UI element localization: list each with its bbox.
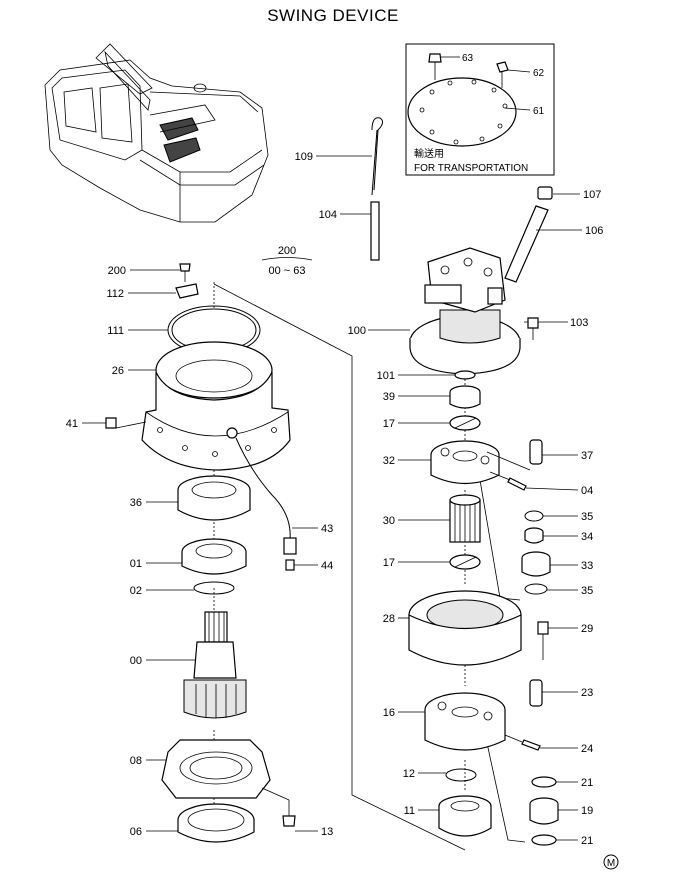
callout-29: 29	[581, 623, 593, 635]
callout-107: 107	[583, 189, 601, 201]
callout-35a: 35	[581, 511, 593, 523]
callout-30: 30	[383, 515, 395, 527]
reduction-gear-parts: 101 39 17 32 37 04 35	[377, 370, 594, 847]
transport-label-jp: 輸送用	[414, 147, 444, 160]
callout-17: 17	[383, 418, 395, 430]
callout-101: 101	[377, 370, 395, 382]
callout-37: 04	[581, 485, 593, 497]
callout-32: 32	[383, 455, 395, 467]
callout-11: 11	[404, 805, 415, 817]
callout-21a: 21	[581, 777, 593, 789]
transport-cover-box: 63 62 61 輸送用 FOR TRANSPORTATION	[405, 43, 555, 176]
callout-44: 44	[321, 560, 333, 572]
callout-104: 104	[319, 209, 337, 221]
callout-33: 33	[581, 560, 593, 572]
callout-23: 23	[581, 687, 593, 699]
callout-28: 28	[383, 613, 395, 625]
callout-43: 43	[321, 523, 333, 535]
swing-motor: 100 103	[348, 247, 588, 375]
callout-109: 109	[295, 151, 313, 163]
callout-36: 37	[581, 450, 593, 462]
callout-62: 62	[533, 68, 545, 79]
page-title: SWING DEVICE	[267, 6, 399, 25]
assembly-range: 200 00 ~ 63	[261, 245, 313, 277]
callout-21b: 21	[581, 835, 593, 847]
guide-lines	[213, 282, 526, 851]
callout-24: 24	[581, 743, 593, 755]
callout-26: 111	[107, 325, 124, 337]
callout-103: 103	[570, 317, 588, 329]
callout-111: 112	[106, 288, 124, 300]
level-gauge-parts: 109 104	[295, 117, 384, 261]
callout-00: 00	[130, 655, 142, 667]
callout-02: 02	[130, 585, 142, 597]
callout-34: 34	[581, 531, 593, 543]
excavator-illustration	[44, 43, 269, 223]
callout-01: 01	[130, 558, 142, 570]
mark-letter: M	[607, 858, 615, 869]
callout-16: 16	[383, 707, 395, 719]
assembly-number: 200	[278, 245, 296, 257]
callout-112: 200	[108, 265, 126, 277]
callout-100: 100	[348, 325, 366, 337]
breather-pipe-parts: 107 106	[504, 186, 603, 283]
callout-35b: 35	[581, 585, 593, 597]
callout-08: 08	[130, 755, 142, 767]
callout-41: 41	[66, 418, 78, 430]
callout-106: 106	[585, 225, 603, 237]
callout-17b: 17	[383, 557, 395, 569]
callout-10: 26	[112, 365, 124, 377]
housing-parts: 200 112 111 26 41 43 44	[66, 263, 333, 572]
callout-13: 13	[321, 826, 333, 838]
callout-61: 61	[533, 106, 545, 117]
manufacturer-mark: M	[603, 854, 619, 870]
callout-19: 19	[581, 805, 593, 817]
transport-label-en: FOR TRANSPORTATION	[414, 163, 528, 174]
callout-63: 63	[462, 53, 474, 64]
assembly-range-text: 00 ~ 63	[268, 265, 305, 277]
callout-39: 39	[383, 391, 395, 403]
callout-04: 36	[130, 497, 142, 509]
shaft-bearings: 36 01 02 00 08 06	[130, 475, 333, 843]
callout-12: 12	[403, 768, 415, 780]
callout-06: 06	[130, 826, 142, 838]
